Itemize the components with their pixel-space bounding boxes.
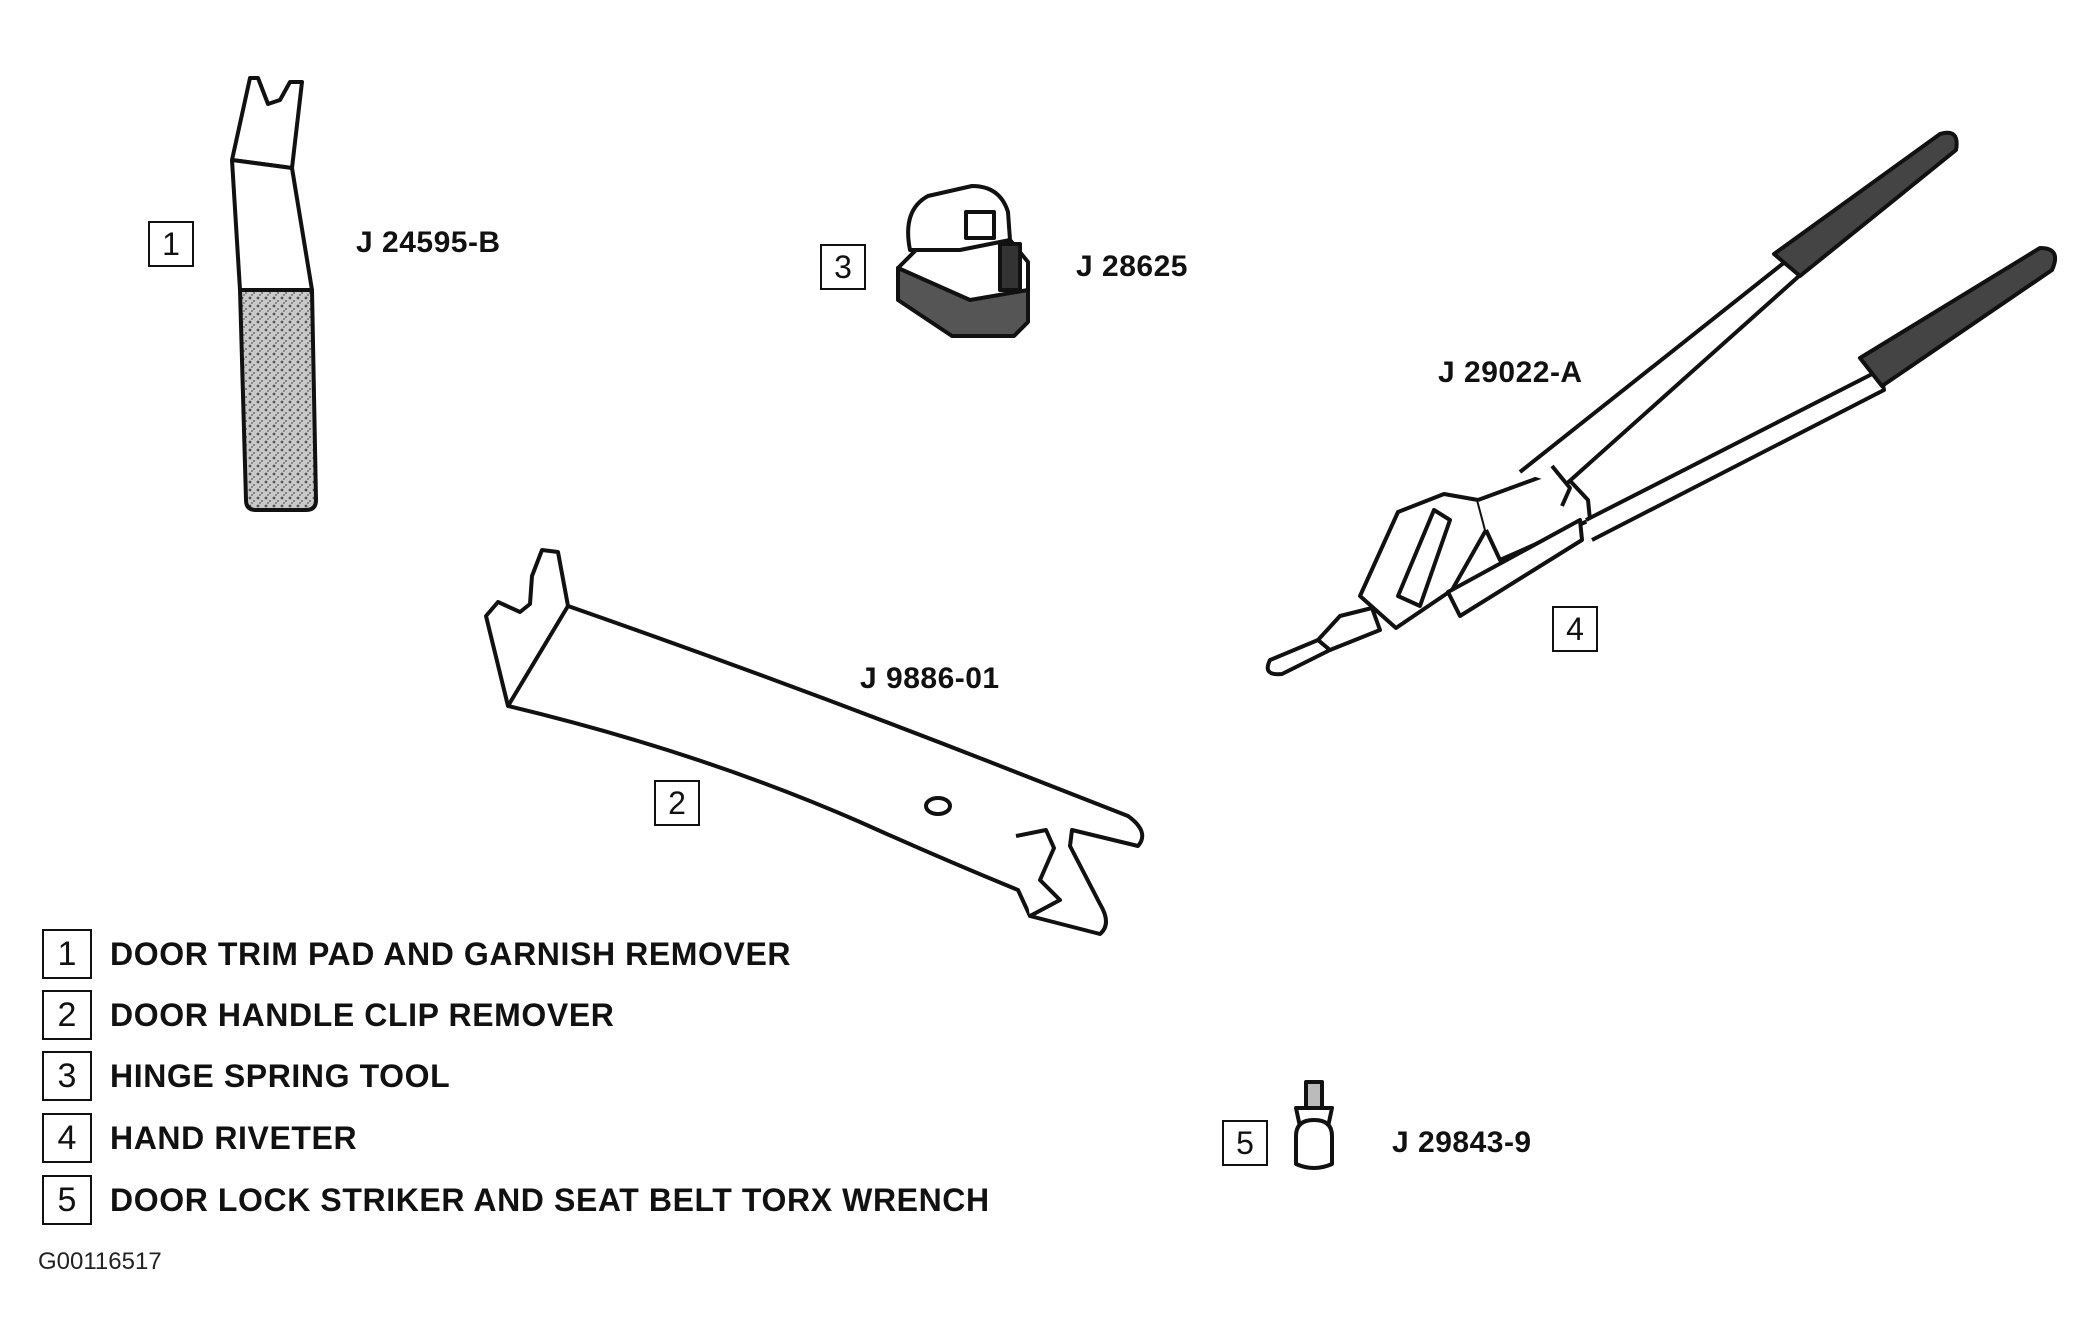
door-handle-clip-remover-drawing	[484, 548, 1145, 936]
legend-text: HINGE SPRING TOOL	[110, 1057, 451, 1094]
tool-part-number: J 24595-B	[356, 226, 501, 259]
tool-number-box: 3	[820, 244, 866, 290]
trim-pad-remover-drawing	[230, 76, 318, 512]
legend-text: HAND RIVETER	[110, 1119, 358, 1156]
figure-code: G00116517	[38, 1248, 162, 1275]
hinge-spring-tool-drawing	[896, 184, 1030, 338]
tool-number-box: 1	[148, 221, 194, 267]
legend-number-box: 5	[42, 1175, 92, 1225]
tool-part-number: J 29022-A	[1438, 356, 1583, 389]
torx-wrench-drawing	[1294, 1080, 1334, 1170]
tool-number-box: 2	[654, 780, 700, 826]
hand-riveter-drawing	[1265, 130, 2057, 677]
legend-item: 1 DOOR TRIM PAD AND GARNISH REMOVER	[42, 928, 791, 980]
legend-number-box: 2	[42, 990, 92, 1040]
legend-number-box: 3	[42, 1051, 92, 1101]
legend-item: 3 HINGE SPRING TOOL	[42, 1050, 450, 1102]
tool-part-number: J 9886-01	[860, 662, 1000, 695]
tool-part-number: J 28625	[1076, 250, 1188, 283]
legend-number-box: 1	[42, 929, 92, 979]
legend-item: 4 HAND RIVETER	[42, 1112, 357, 1164]
legend-item: 5 DOOR LOCK STRIKER AND SEAT BELT TORX W…	[42, 1174, 990, 1226]
legend-text: DOOR LOCK STRIKER AND SEAT BELT TORX WRE…	[110, 1181, 990, 1218]
legend-text: DOOR HANDLE CLIP REMOVER	[110, 996, 615, 1033]
legend-item: 2 DOOR HANDLE CLIP REMOVER	[42, 989, 615, 1041]
tool-part-number: J 29843-9	[1392, 1126, 1532, 1159]
tool-number-box: 5	[1222, 1120, 1268, 1166]
legend-text: DOOR TRIM PAD AND GARNISH REMOVER	[110, 935, 792, 972]
legend-number-box: 4	[42, 1113, 92, 1163]
tool-number-box: 4	[1552, 606, 1598, 652]
